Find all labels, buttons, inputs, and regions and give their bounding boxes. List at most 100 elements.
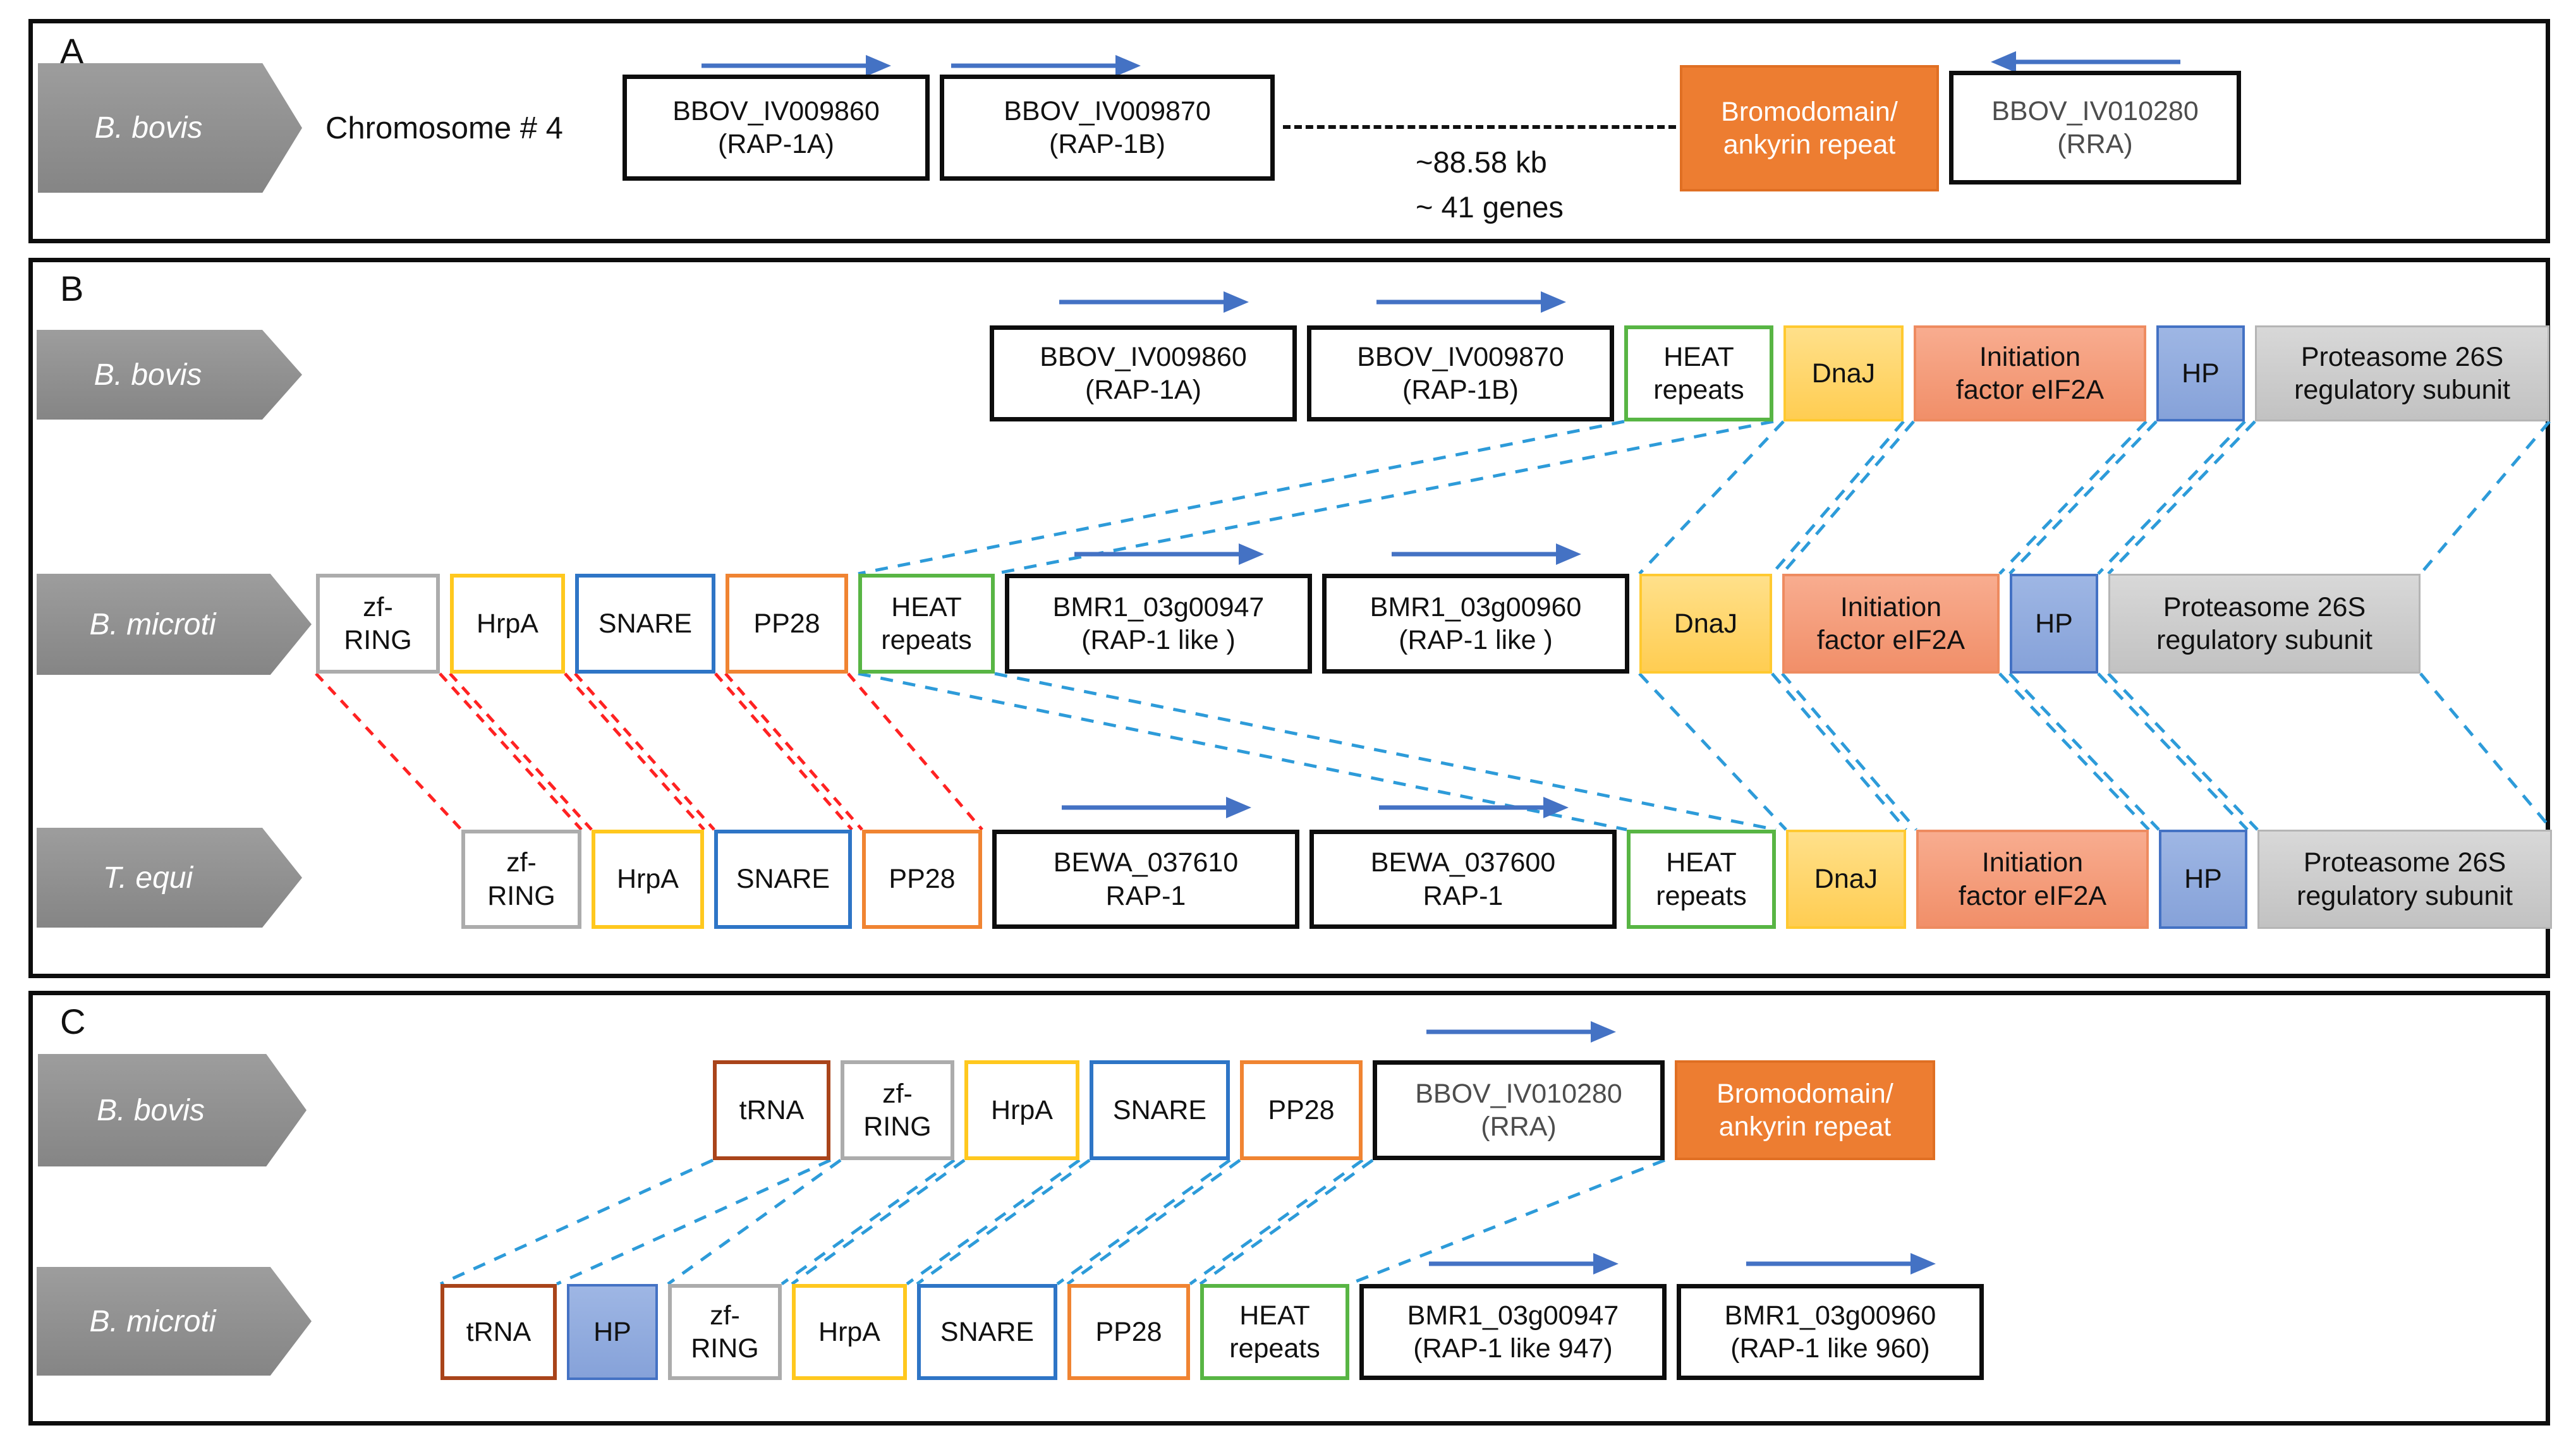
strand-arrow-right-icon <box>1392 543 1581 566</box>
box-label-line: factor eIF2A <box>1816 625 1965 655</box>
box-label-line: Bromodomain/ <box>1716 1078 1893 1109</box>
box-label-line: HEAT <box>1666 847 1737 878</box>
box-label-line: HEAT <box>1239 1300 1310 1331</box>
species-arrow-b-microti: B. microti <box>37 1267 312 1376</box>
box-label-line: SNARE <box>736 864 830 895</box>
box-label-line: (RAP-1 like ) <box>1081 625 1236 655</box>
box-label-line: tRNA <box>739 1094 805 1125</box>
box-label-line: tRNA <box>466 1316 532 1347</box>
strand-arrow-right-icon <box>1074 543 1264 566</box>
box-hrpa: HrpA <box>792 1284 907 1380</box>
box-snare: SNARE <box>917 1284 1057 1380</box>
box-label-line: RING <box>863 1111 932 1142</box>
chromosome-label: Chromosome # 4 <box>325 111 563 145</box>
box-bmr1-03g00960: BMR1_03g00960(RAP-1 like ) <box>1322 574 1629 674</box>
box-label-line: SNARE <box>598 608 693 639</box>
box-bromodomain: Bromodomain/ankyrin repeat <box>1675 1060 1935 1160</box>
box-hrpa: HrpA <box>450 574 565 674</box>
box-trna: tRNA <box>713 1060 830 1160</box>
box-label-line: regulatory subunit <box>2156 625 2372 655</box>
strand-arrow-right-icon <box>1426 1020 1616 1043</box>
box-label-line: zf- <box>363 591 393 622</box>
box-label-line: repeats <box>1653 375 1744 405</box>
box-label-line: SNARE <box>940 1316 1035 1347</box>
box-label-line: ankyrin repeat <box>1723 130 1896 160</box>
box-label-line: HEAT <box>891 591 962 622</box>
box-label-line: ankyrin repeat <box>1718 1111 1892 1142</box>
box-label-line: BBOV_IV009870 <box>1004 95 1211 126</box>
box-label-line: HEAT <box>1663 341 1734 372</box>
box-hp: HP <box>2159 830 2247 929</box>
box-label-line: DnaJ <box>1674 608 1738 639</box>
box-label-line: zf- <box>506 847 537 878</box>
box-label-line: (RRA) <box>2057 129 2133 159</box>
box-label-line: BBOV_IV009870 <box>1357 341 1564 372</box>
box-label-line: RAP-1 <box>1423 880 1504 911</box>
box-label-line: Initiation <box>1979 341 2081 372</box>
box-label-line: repeats <box>881 625 972 655</box>
box-label-line: RAP-1 <box>1105 880 1186 911</box>
box-label-line: HrpA <box>991 1094 1053 1125</box>
species-arrow-b-bovis: B. bovis <box>37 330 302 420</box>
box-label-line: DnaJ <box>1814 864 1878 895</box>
strand-arrow-right-icon <box>951 54 1141 77</box>
box-dnaj: DnaJ <box>1639 574 1772 674</box>
box-bbov-iv010280: BBOV_IV010280(RRA) <box>1949 71 2241 185</box>
box-label-line: (RAP-1 like 960) <box>1730 1333 1930 1364</box>
box-label-line: BBOV_IV009860 <box>1040 341 1247 372</box>
box-label-line: (RAP-1A) <box>1085 375 1201 405</box>
species-arrow-b-bovis: B. bovis <box>38 1054 307 1166</box>
box-label-line: repeats <box>1656 880 1747 911</box>
box-pp28: PP28 <box>1240 1060 1363 1160</box>
panel-b-label: B <box>60 269 84 308</box>
strand-arrow-right-icon <box>702 54 891 77</box>
species-label: B. bovis <box>94 358 202 392</box>
box-pp28: PP28 <box>726 574 848 674</box>
box-bromodomain: Bromodomain/ankyrin repeat <box>1680 65 1939 191</box>
box-label-line: BBOV_IV009860 <box>672 95 880 126</box>
box-label-line: BMR1_03g00947 <box>1407 1300 1619 1331</box>
species-label: B. microti <box>89 607 216 641</box>
box-zf: zf-RING <box>316 574 440 674</box>
box-label-line: factor eIF2A <box>1955 375 2105 405</box>
box-label-line: HP <box>2182 358 2220 389</box>
box-zf: zf-RING <box>841 1060 954 1160</box>
box-label-line: (RAP-1A) <box>718 129 834 159</box>
box-bmr1-03g00960: BMR1_03g00960(RAP-1 like 960) <box>1677 1284 1984 1380</box>
box-label-line: HrpA <box>818 1316 880 1347</box>
box-snare: SNARE <box>1090 1060 1230 1160</box>
box-label-line: HP <box>2035 608 2073 639</box>
box-label-line: BMR1_03g00947 <box>1052 591 1265 622</box>
box-pp28: PP28 <box>1067 1284 1190 1380</box>
species-arrow-b-microti: B. microti <box>37 574 312 675</box>
box-label-line: PP28 <box>753 608 820 639</box>
box-label-line: Proteasome 26S <box>2300 341 2504 372</box>
box-label-line: SNARE <box>1112 1094 1207 1125</box>
box-label-line: BBOV_IV010280 <box>1991 95 2199 126</box>
box-snare: SNARE <box>575 574 715 674</box>
box-bbov-iv010280: BBOV_IV010280(RRA) <box>1373 1060 1665 1160</box>
box-label-line: RING <box>487 880 556 911</box>
species-label: B. bovis <box>94 111 203 145</box>
panel-c-label: C <box>60 1002 86 1041</box>
genomic-gap-dashed-line <box>1283 125 1676 129</box>
box-label-line: factor eIF2A <box>1958 880 2107 911</box>
box-label-line: DnaJ <box>1811 358 1876 389</box>
strand-arrow-left-icon <box>1991 51 2180 73</box>
box-hrpa: HrpA <box>964 1060 1079 1160</box>
gap-kb-text: ~88.58 kb <box>1416 145 1547 179</box>
species-label: B. bovis <box>97 1093 205 1127</box>
box-label-line: Initiation <box>1840 591 1942 622</box>
box-label-line: HrpA <box>477 608 538 639</box>
gap-size-annotation: ~88.58 kb ~ 41 genes <box>1416 140 1564 229</box>
box-dnaj: DnaJ <box>1783 325 1904 421</box>
box-bmr1-03g00947: BMR1_03g00947(RAP-1 like ) <box>1005 574 1312 674</box>
